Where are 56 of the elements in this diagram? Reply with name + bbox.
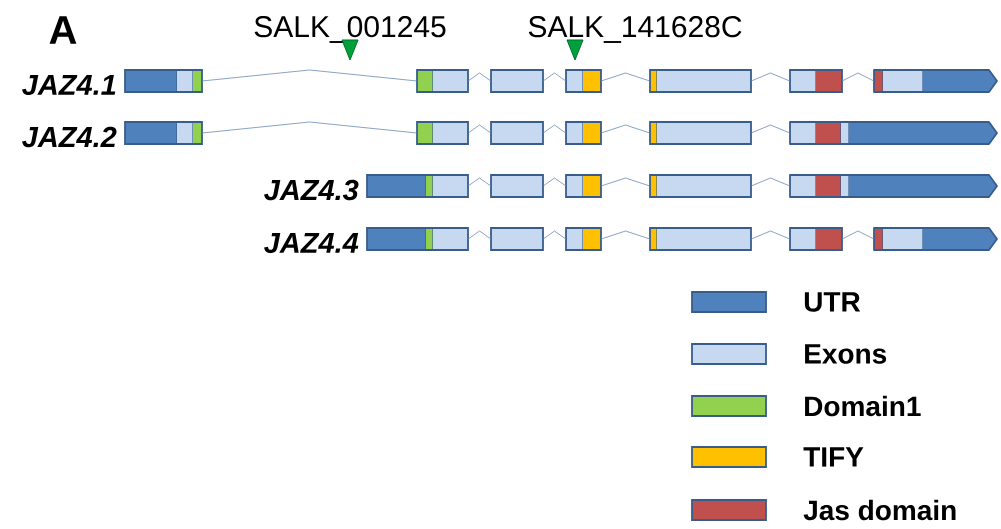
gene-label: JAZ4.4 (264, 232, 359, 254)
intron-line (467, 72, 492, 82)
intron-line (600, 72, 651, 82)
exon-box (490, 227, 544, 251)
legend-label: UTR (804, 292, 861, 312)
intron-line (600, 177, 651, 187)
exon-box (789, 69, 843, 93)
exon-box (649, 174, 752, 198)
legend-label: Exons (805, 344, 887, 364)
intron-line (467, 230, 492, 240)
exon-box (366, 227, 469, 251)
exon-box (565, 227, 602, 251)
exon-box (789, 227, 843, 251)
intron-line (201, 121, 418, 134)
intron-line (467, 124, 492, 134)
gene-label: JAZ4.3 (264, 179, 359, 201)
intron-line (750, 177, 791, 187)
intron-line (542, 177, 567, 187)
intron-line (600, 230, 651, 240)
exon-box (124, 69, 203, 93)
legend-label: Domain1 (805, 395, 921, 417)
exon-box (565, 121, 602, 145)
intron-line (542, 124, 567, 134)
intron-line (750, 72, 791, 82)
exon-box (565, 174, 602, 198)
terminal-exon-box (789, 174, 998, 198)
intron-line (201, 69, 418, 82)
exon-box (490, 121, 544, 145)
exon-box (649, 69, 752, 93)
intron-line (542, 72, 567, 82)
gene-label: JAZ4.1 (22, 74, 116, 96)
terminal-exon-box (873, 227, 998, 251)
exon-box (490, 174, 544, 198)
exon-box (565, 69, 602, 93)
exon-box (416, 69, 469, 93)
intron-line (600, 124, 651, 134)
exon-box (649, 227, 752, 251)
panel-letter: A (49, 16, 77, 44)
exon-box (366, 174, 469, 198)
legend-label: TIFY (803, 447, 864, 467)
legend-label: Jas domain (803, 499, 956, 521)
intron-line (841, 72, 875, 82)
terminal-exon-box (873, 69, 998, 93)
gene-label: JAZ4.2 (22, 126, 117, 148)
intron-line (750, 230, 791, 240)
intron-line (542, 230, 567, 240)
allele-label: SALK_141628C (528, 16, 742, 43)
intron-line (841, 230, 875, 240)
exon-box (124, 121, 203, 145)
exon-box (490, 69, 544, 93)
exon-box (416, 121, 469, 145)
allele-label: SALK_001245 (254, 16, 446, 43)
intron-line (750, 124, 791, 134)
intron-line (467, 177, 492, 187)
terminal-exon-box (789, 121, 998, 145)
exon-box (649, 121, 752, 145)
